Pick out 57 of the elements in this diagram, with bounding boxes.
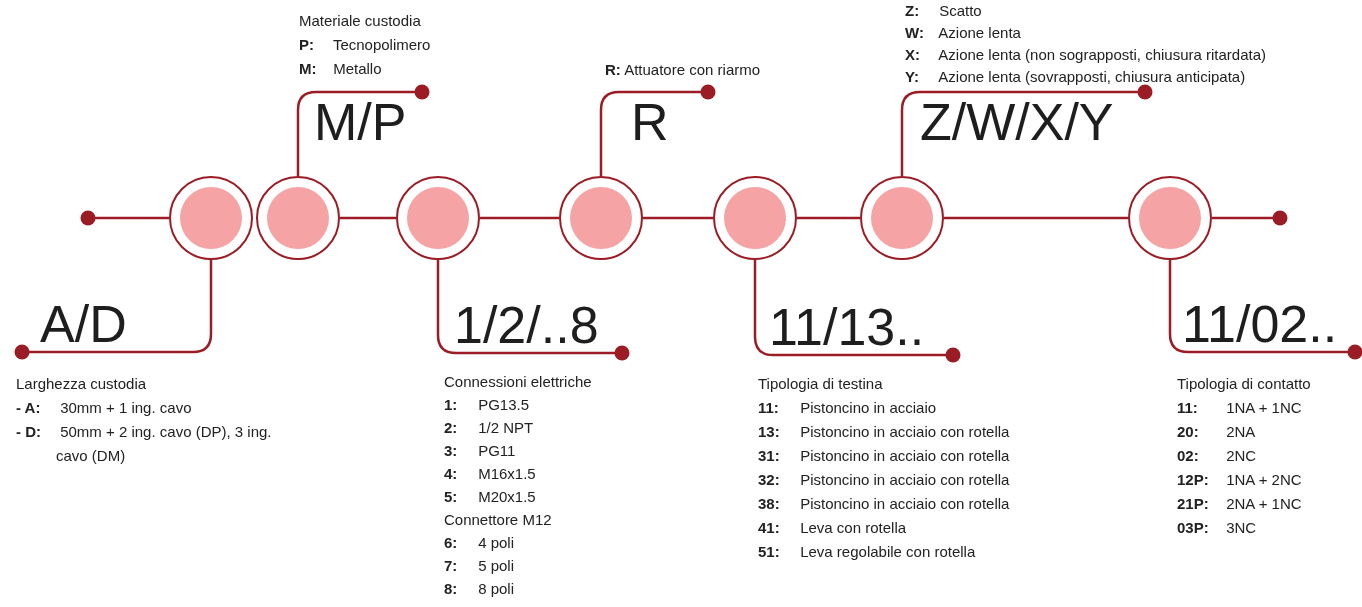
description-text: R: Attuatore con riarmo <box>605 60 761 80</box>
description-text: W: Azione lenta <box>905 23 1022 43</box>
description-text: 12P: 1NA + 2NC <box>1177 470 1303 490</box>
leader-line <box>900 84 1153 176</box>
leader-line <box>599 84 716 176</box>
description-text: 1: PG13.5 <box>444 395 531 415</box>
description-text: 4: M16x1.5 <box>444 464 537 484</box>
leader-line <box>14 260 213 360</box>
description-text: 20: 2NA <box>1177 422 1257 442</box>
description-text: Tipologia di testina <box>758 374 884 394</box>
description-text: 51: Leva regolabile con rotella <box>758 542 977 562</box>
description-text: P: Tecnopolimero <box>299 35 431 55</box>
code-label: R <box>601 92 708 160</box>
connector-line <box>340 216 396 220</box>
description-text: Materiale custodia <box>299 11 422 31</box>
description-text: 2: 1/2 NPT <box>444 418 535 438</box>
description-text: 03P: 3NC <box>1177 518 1258 538</box>
code-label: 11/13.. <box>755 290 953 355</box>
description-text: 5: M20x1.5 <box>444 487 537 507</box>
connector-line <box>643 216 713 220</box>
connector-line <box>944 216 1128 220</box>
code-label: 11/02.. <box>1170 290 1355 352</box>
code-label: A/D <box>22 288 211 352</box>
description-text: Y: Azione lenta (sovrapposti, chiusura anticipata) <box>905 67 1247 87</box>
description-text: 32: Pistoncino in acciaio con rotella <box>758 470 1010 490</box>
description-text: 31: Pistoncino in acciaio con rotella <box>758 446 1010 466</box>
description-text: M: Metallo <box>299 59 383 79</box>
leader-line <box>1168 260 1362 360</box>
description-text: - D: 50mm + 2 ing. cavo (DP), 3 ing. cavo (DM) <box>16 422 273 466</box>
description-text: X: Azione lenta (non sograpposti, chiusura ritardata) <box>905 45 1267 65</box>
code-label: M/P <box>298 92 422 160</box>
description-text: 11: Pistoncino in acciaio <box>758 398 938 418</box>
description-text: 3: PG11 <box>444 441 517 461</box>
description-text: Connessioni elettriche <box>444 372 592 392</box>
description-text: 41: Leva con rotella <box>758 518 908 538</box>
description-text: Larghezza custodia <box>16 374 148 394</box>
description-text: Z: Scatto <box>905 1 983 21</box>
code-label: 1/2/..8 <box>438 290 622 353</box>
description-text: 7: 5 poli <box>444 556 516 576</box>
description-text: 6: 4 poli <box>444 533 516 553</box>
description-text: - A: 30mm + 1 ing. cavo <box>16 398 193 418</box>
leader-line <box>436 260 630 361</box>
description-text: 02: 2NC <box>1177 446 1258 466</box>
connector-line <box>80 210 169 226</box>
description-text: 13: Pistoncino in acciaio con rotella <box>758 422 1010 442</box>
description-text: 8: 8 poli <box>444 579 516 599</box>
leader-line <box>296 84 430 176</box>
code-label: Z/W/X/Y <box>902 92 1145 160</box>
leader-line <box>753 260 961 363</box>
connector-line <box>1212 210 1288 226</box>
description-text: 38: Pistoncino in acciaio con rotella <box>758 494 1010 514</box>
connector-line <box>480 216 559 220</box>
description-text: 21P: 2NA + 1NC <box>1177 494 1303 514</box>
description-text: 11: 1NA + 1NC <box>1177 398 1303 418</box>
description-text: Tipologia di contatto <box>1177 374 1311 394</box>
connector-line <box>797 216 860 220</box>
description-text: Connettore M12 <box>444 510 553 530</box>
